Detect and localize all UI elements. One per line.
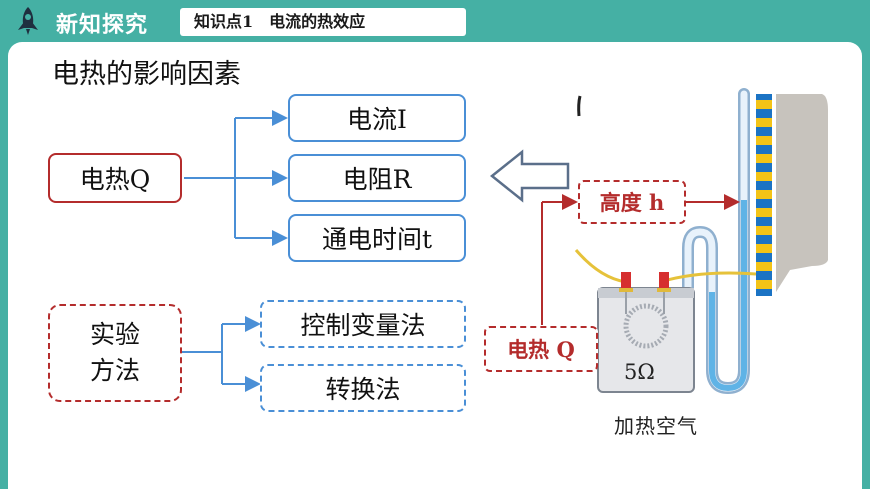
heat-label: 电热 Q	[484, 326, 598, 372]
factor-connector	[184, 110, 288, 246]
red-indicator-lines	[541, 194, 740, 325]
page-title: 电热的影响因素	[52, 59, 241, 90]
rocket-icon	[18, 7, 38, 35]
method-control-variables: 控制变量法	[260, 300, 466, 348]
left-arrow-icon	[489, 149, 570, 203]
resistor-value: 5Ω	[624, 360, 655, 384]
height-label: 高度 h	[578, 180, 686, 224]
apparatus-illustration	[574, 88, 828, 395]
method-box: 实验方法	[48, 304, 182, 402]
header-bar: 新知探究 知识点1 电流的热效应	[0, 0, 870, 42]
breadcrumb-text: 知识点1 电流的热效应	[194, 12, 366, 31]
factor-resistance: 电阻R	[288, 154, 466, 202]
breadcrumb: 知识点1 电流的热效应	[180, 8, 466, 36]
method-connector	[182, 316, 261, 392]
apparatus-caption: 加热空气	[614, 414, 698, 438]
section-title: 新知探究	[56, 13, 149, 38]
method-conversion: 转换法	[260, 364, 466, 412]
factor-current: 电流I	[288, 94, 466, 142]
factor-time: 通电时间t	[288, 214, 466, 262]
heat-box: 电热Q	[48, 153, 182, 203]
